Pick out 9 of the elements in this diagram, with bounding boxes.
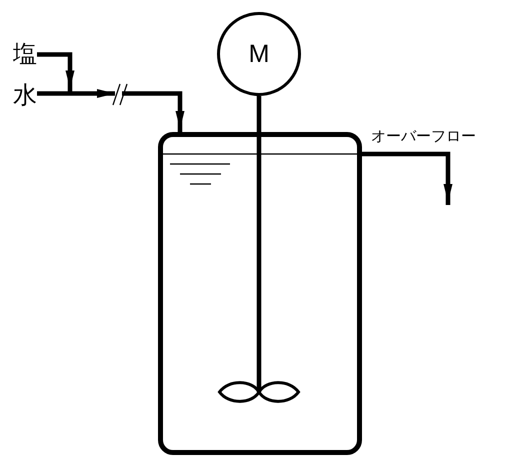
edge-label: オーバーフロー — [371, 129, 476, 144]
motor-circle — [217, 12, 301, 96]
text-label: 塩 — [13, 42, 37, 66]
text-label: 水 — [13, 83, 37, 107]
line — [256, 96, 262, 380]
impeller — [217, 380, 301, 404]
arrow — [362, 152, 452, 205]
tank — [158, 132, 362, 455]
node-label: M — [248, 42, 270, 66]
